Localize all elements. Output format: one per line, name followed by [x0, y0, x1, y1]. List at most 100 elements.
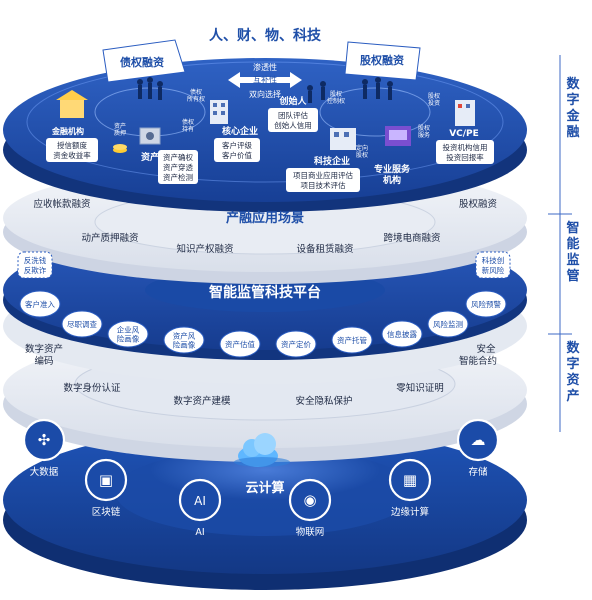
svg-text:资产: 资产 [114, 122, 126, 130]
iot-icon: ◉ 物联网 [288, 478, 332, 538]
node-tech-enterprise: 科技企业 [314, 155, 350, 167]
side-label-digital-assets: 数字资产 [566, 340, 580, 404]
svg-text:资产穿透: 资产穿透 [163, 162, 193, 172]
base-item-label: 区块链 [92, 506, 121, 518]
blockchain-icon: ▣ 区块链 [84, 458, 128, 518]
debt-panel-label: 债权融资 [120, 55, 164, 69]
scene-title: 产融应用场景 [226, 210, 304, 226]
svg-text:资产托管: 资产托管 [337, 335, 367, 345]
svg-text:债权: 债权 [190, 88, 202, 96]
platform-chip: 资产定价 [275, 330, 317, 358]
svg-text:所有权: 所有权 [187, 95, 205, 103]
people-figures [137, 77, 393, 103]
svg-text:投资机构信用: 投资机构信用 [443, 142, 488, 152]
asset-item-0-line1: 数字资产 [25, 343, 63, 355]
bank-icon [56, 90, 88, 118]
svg-text:项目技术评估: 项目技术评估 [301, 180, 346, 190]
top-title: 人、财、物、科技 [209, 27, 322, 44]
svg-text:◉: ◉ [303, 491, 316, 509]
tech-enterprise-building-icon [330, 128, 356, 150]
node-founder: 创始人 [278, 95, 307, 107]
top-layer [3, 58, 527, 212]
svg-text:☁: ☁ [471, 431, 486, 449]
svg-text:险画像: 险画像 [173, 340, 196, 350]
platform-chip: 客户准入 [19, 290, 61, 318]
svg-text:服务: 服务 [418, 131, 430, 139]
node-core-enterprise: 核心企业 [222, 125, 258, 137]
big-data-icon: ✣大数据 [22, 418, 66, 478]
platform-chip: 信息披露 [381, 320, 423, 348]
asset-safe-icon [139, 127, 161, 145]
asset-item-4: 数字资产建模 [173, 395, 231, 407]
base-item-label: 物联网 [296, 526, 325, 538]
svg-text:企业风: 企业风 [117, 325, 140, 335]
svg-text:投资: 投资 [428, 99, 440, 107]
platform-chip: 资产估值 [219, 330, 261, 358]
storage-icon: ☁存储 [456, 418, 500, 478]
svg-text:风险监测: 风险监测 [433, 319, 463, 329]
equity-panel: 股权融资 [344, 41, 421, 81]
asset-item-2: 数字身份认证 [63, 382, 121, 394]
small-tags: 资产 质押 债权 持有 债权 所有权 股权 控制权 股权 投资 股权 服务 定向… [114, 88, 440, 159]
founder-box: 团队评估 创始人信用 [268, 108, 318, 132]
equity-panel-label: 股权融资 [360, 53, 404, 67]
side-label-smart-supervision: 智能监管 [566, 220, 579, 284]
svg-text:资产检测: 资产检测 [163, 172, 193, 182]
svg-text:客户评级: 客户评级 [222, 140, 252, 150]
tech-enterprise-box: 项目商业应用评估 项目技术评估 [286, 168, 360, 192]
platform-left-tag: 反洗钱 反欺诈 [17, 251, 53, 279]
svg-text:项目商业应用评估: 项目商业应用评估 [293, 170, 353, 180]
svg-text:创始人信用: 创始人信用 [274, 120, 312, 130]
arrow-label-1: 互补性 [253, 75, 277, 85]
node-vcpe: VC/PE [449, 129, 479, 139]
core-enterprise-building-icon [210, 100, 228, 124]
svg-text:客户价值: 客户价值 [222, 150, 252, 160]
vcpe-box: 投资机构信用 投资回报率 [436, 140, 494, 164]
platform-chip: 风险监测 [427, 310, 469, 338]
center-arrow-ribbon: 渗透性 互补性 双向选择 [228, 62, 302, 99]
svg-text:股权: 股权 [356, 151, 368, 159]
svg-text:风险预警: 风险预警 [471, 299, 501, 309]
base-center-label: 云计算 [245, 480, 284, 496]
svg-text:反欺诈: 反欺诈 [24, 265, 47, 275]
svg-text:授信额度: 授信额度 [57, 140, 87, 150]
svg-text:股权: 股权 [330, 90, 342, 98]
financial-institution-box: 授信额度 资金收益率 [46, 138, 98, 162]
platform-right-tag: 科技创 新风险 [475, 251, 511, 279]
vcpe-building-icon [455, 100, 475, 126]
node-financial-institution: 金融机构 [51, 126, 84, 136]
svg-text:资产确权: 资产确权 [163, 152, 193, 162]
node-service-org-line1: 专业服务 [374, 163, 411, 175]
svg-text:信息披露: 信息披露 [387, 329, 417, 339]
svg-text:定向: 定向 [356, 144, 368, 152]
svg-text:尽职调查: 尽职调查 [67, 319, 97, 329]
svg-text:资产定价: 资产定价 [281, 339, 311, 349]
svg-text:资产风: 资产风 [173, 331, 196, 341]
scene-item-1: 股权融资 [459, 198, 498, 210]
arrow-label-0: 渗透性 [253, 62, 277, 72]
base-item-label: 大数据 [30, 466, 59, 478]
scene-item-2: 动产质押融资 [81, 232, 139, 244]
node-assets: 资产 [141, 151, 159, 163]
asset-item-1-line2: 智能合约 [459, 355, 497, 367]
core-enterprise-box: 客户评级 客户价值 [214, 138, 260, 162]
scene-item-3: 跨境电商融资 [383, 232, 441, 244]
svg-text:▣: ▣ [99, 471, 113, 489]
svg-text:债权: 债权 [182, 118, 194, 126]
debt-panel: 债权融资 [102, 39, 186, 83]
svg-text:资金收益率: 资金收益率 [53, 150, 91, 160]
svg-text:险画像: 险画像 [117, 334, 140, 344]
svg-text:客户准入: 客户准入 [25, 299, 55, 309]
asset-item-5: 安全隐私保护 [295, 395, 352, 407]
asset-item-0-line2: 编码 [34, 355, 53, 367]
arrow-label-2: 双向选择 [249, 89, 281, 99]
svg-text:股权: 股权 [428, 92, 440, 100]
platform-chip: 资产托管 [331, 326, 373, 354]
platform-title: 智能监管科技平台 [208, 284, 321, 301]
svg-text:科技创: 科技创 [482, 255, 505, 265]
